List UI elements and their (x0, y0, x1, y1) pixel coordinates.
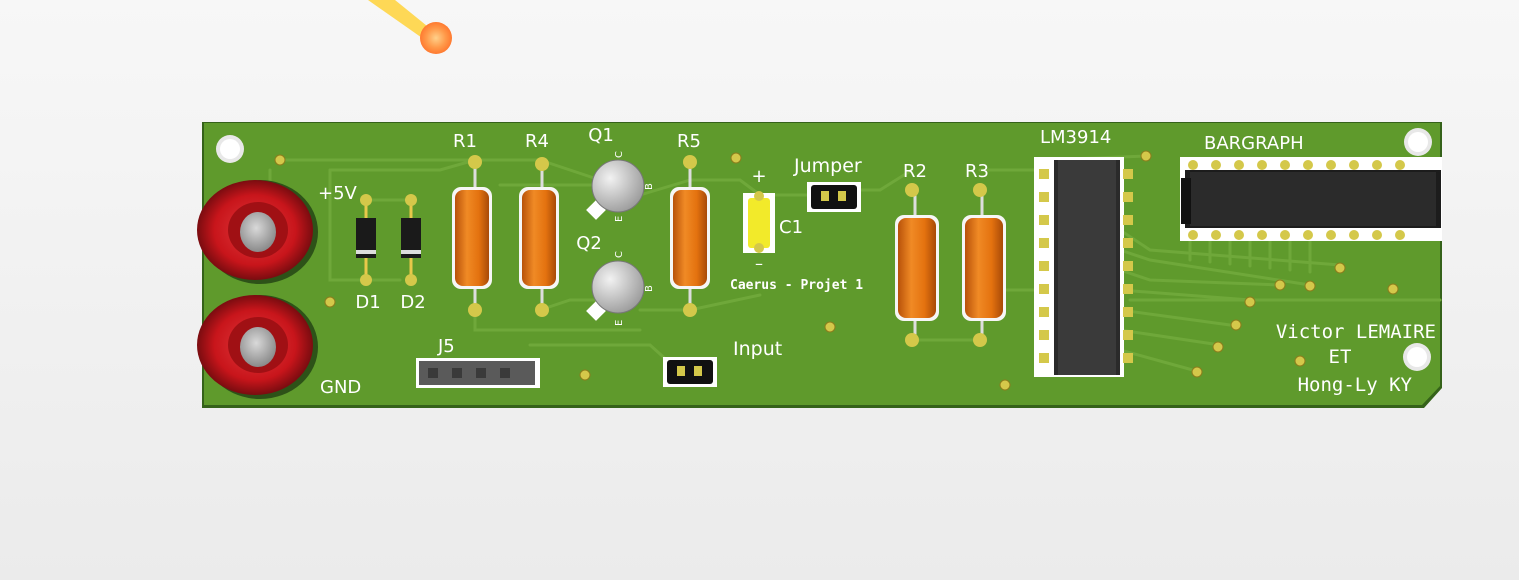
bargraph-pin (1280, 230, 1290, 240)
bargraph-pin (1188, 160, 1198, 170)
bargraph-pin (1326, 230, 1336, 240)
ic-pin (1123, 192, 1133, 202)
vias (274, 150, 1399, 391)
q2-pin-b: B (644, 285, 655, 292)
ic-pin (1039, 169, 1049, 179)
bargraph-pin (1372, 160, 1382, 170)
ic-pin (1123, 284, 1133, 294)
label-gnd: GND (320, 377, 361, 398)
bargraph-pins (1188, 160, 1405, 240)
ic-pin (1123, 169, 1133, 179)
ic-pin (1039, 330, 1049, 340)
q1-pin-c: C (614, 151, 625, 158)
label-c1-minus: – (755, 254, 763, 273)
ic-pin (1123, 307, 1133, 317)
label-author2: Hong-Ly KY (1298, 374, 1413, 396)
bargraph-pin (1303, 160, 1313, 170)
banana-jack-plus5v[interactable] (197, 180, 318, 284)
ic-pin (1039, 307, 1049, 317)
light-source-icon[interactable] (368, 0, 452, 54)
label-input: Input (733, 338, 782, 360)
label-bargraph: BARGRAPH (1204, 133, 1304, 154)
ic-pin (1039, 215, 1049, 225)
resistor-r3[interactable] (962, 183, 1006, 347)
bargraph-pin (1211, 160, 1221, 170)
label-c1: C1 (779, 217, 803, 238)
banana-jack-gnd[interactable] (197, 295, 318, 399)
label-r3: R3 (965, 161, 989, 182)
mounting-hole-top-right (1404, 128, 1432, 156)
bargraph-pin (1349, 230, 1359, 240)
label-r1: R1 (453, 131, 477, 152)
bargraph-pin (1211, 230, 1221, 240)
mounting-hole-bottom-right (1403, 343, 1431, 371)
bargraph-pin (1188, 230, 1198, 240)
bargraph-pin (1280, 160, 1290, 170)
bargraph-pin (1257, 160, 1267, 170)
resistor-r2[interactable] (895, 183, 939, 347)
label-r2: R2 (903, 161, 927, 182)
label-author1: Victor LEMAIRE (1276, 321, 1436, 343)
ic-pin (1039, 353, 1049, 363)
ic-pin (1123, 215, 1133, 225)
q2-pin-c: C (614, 251, 625, 258)
mounting-hole-top-left (216, 135, 244, 163)
capacitor-c1[interactable] (743, 191, 775, 253)
label-jumper: Jumper (793, 155, 862, 177)
ic-lm3914[interactable] (1034, 157, 1133, 377)
input-header[interactable] (663, 357, 717, 387)
resistor-r1[interactable] (452, 155, 492, 317)
q1-pin-b: B (644, 183, 655, 190)
ic-pin (1123, 238, 1133, 248)
label-q1: Q1 (588, 125, 614, 146)
label-q2: Q2 (576, 233, 602, 254)
bargraph-pin (1303, 230, 1313, 240)
ic-pin (1123, 353, 1133, 363)
resistor-r5[interactable] (670, 155, 710, 317)
bargraph-pin (1349, 160, 1359, 170)
bargraph-pin (1372, 230, 1382, 240)
label-d1: D1 (355, 292, 380, 313)
connector-j5[interactable] (416, 358, 540, 388)
bargraph-pin (1234, 160, 1244, 170)
ic-pin (1039, 238, 1049, 248)
q2-pin-e: E (614, 320, 625, 326)
ic-pin (1039, 284, 1049, 294)
led-bargraph[interactable] (1180, 157, 1442, 241)
label-project: Caerus - Projet 1 (730, 278, 863, 293)
bargraph-pin (1257, 230, 1267, 240)
label-r5: R5 (677, 131, 701, 152)
ic-pin (1123, 330, 1133, 340)
bargraph-pin (1395, 160, 1405, 170)
bargraph-pin (1326, 160, 1336, 170)
bargraph-pin (1234, 230, 1244, 240)
diode-d1[interactable] (356, 194, 376, 286)
jumper-header[interactable] (807, 182, 861, 212)
label-c1-plus: + (751, 166, 766, 187)
label-j5: J5 (437, 336, 455, 357)
q1-pin-e: E (614, 216, 625, 222)
label-plus5v: +5V (318, 183, 358, 204)
ic-pin (1123, 261, 1133, 271)
bargraph-pin (1395, 230, 1405, 240)
ic-pins (1039, 169, 1133, 363)
label-lm3914: LM3914 (1040, 127, 1111, 148)
transistor-q1[interactable] (586, 159, 645, 220)
label-d2: D2 (400, 292, 425, 313)
ic-pin (1039, 192, 1049, 202)
label-r4: R4 (525, 131, 549, 152)
transistor-q2[interactable] (586, 260, 645, 321)
label-et: ET (1329, 346, 1352, 368)
resistor-r4[interactable] (519, 157, 559, 317)
ic-pin (1039, 261, 1049, 271)
diode-d2[interactable] (401, 194, 421, 286)
